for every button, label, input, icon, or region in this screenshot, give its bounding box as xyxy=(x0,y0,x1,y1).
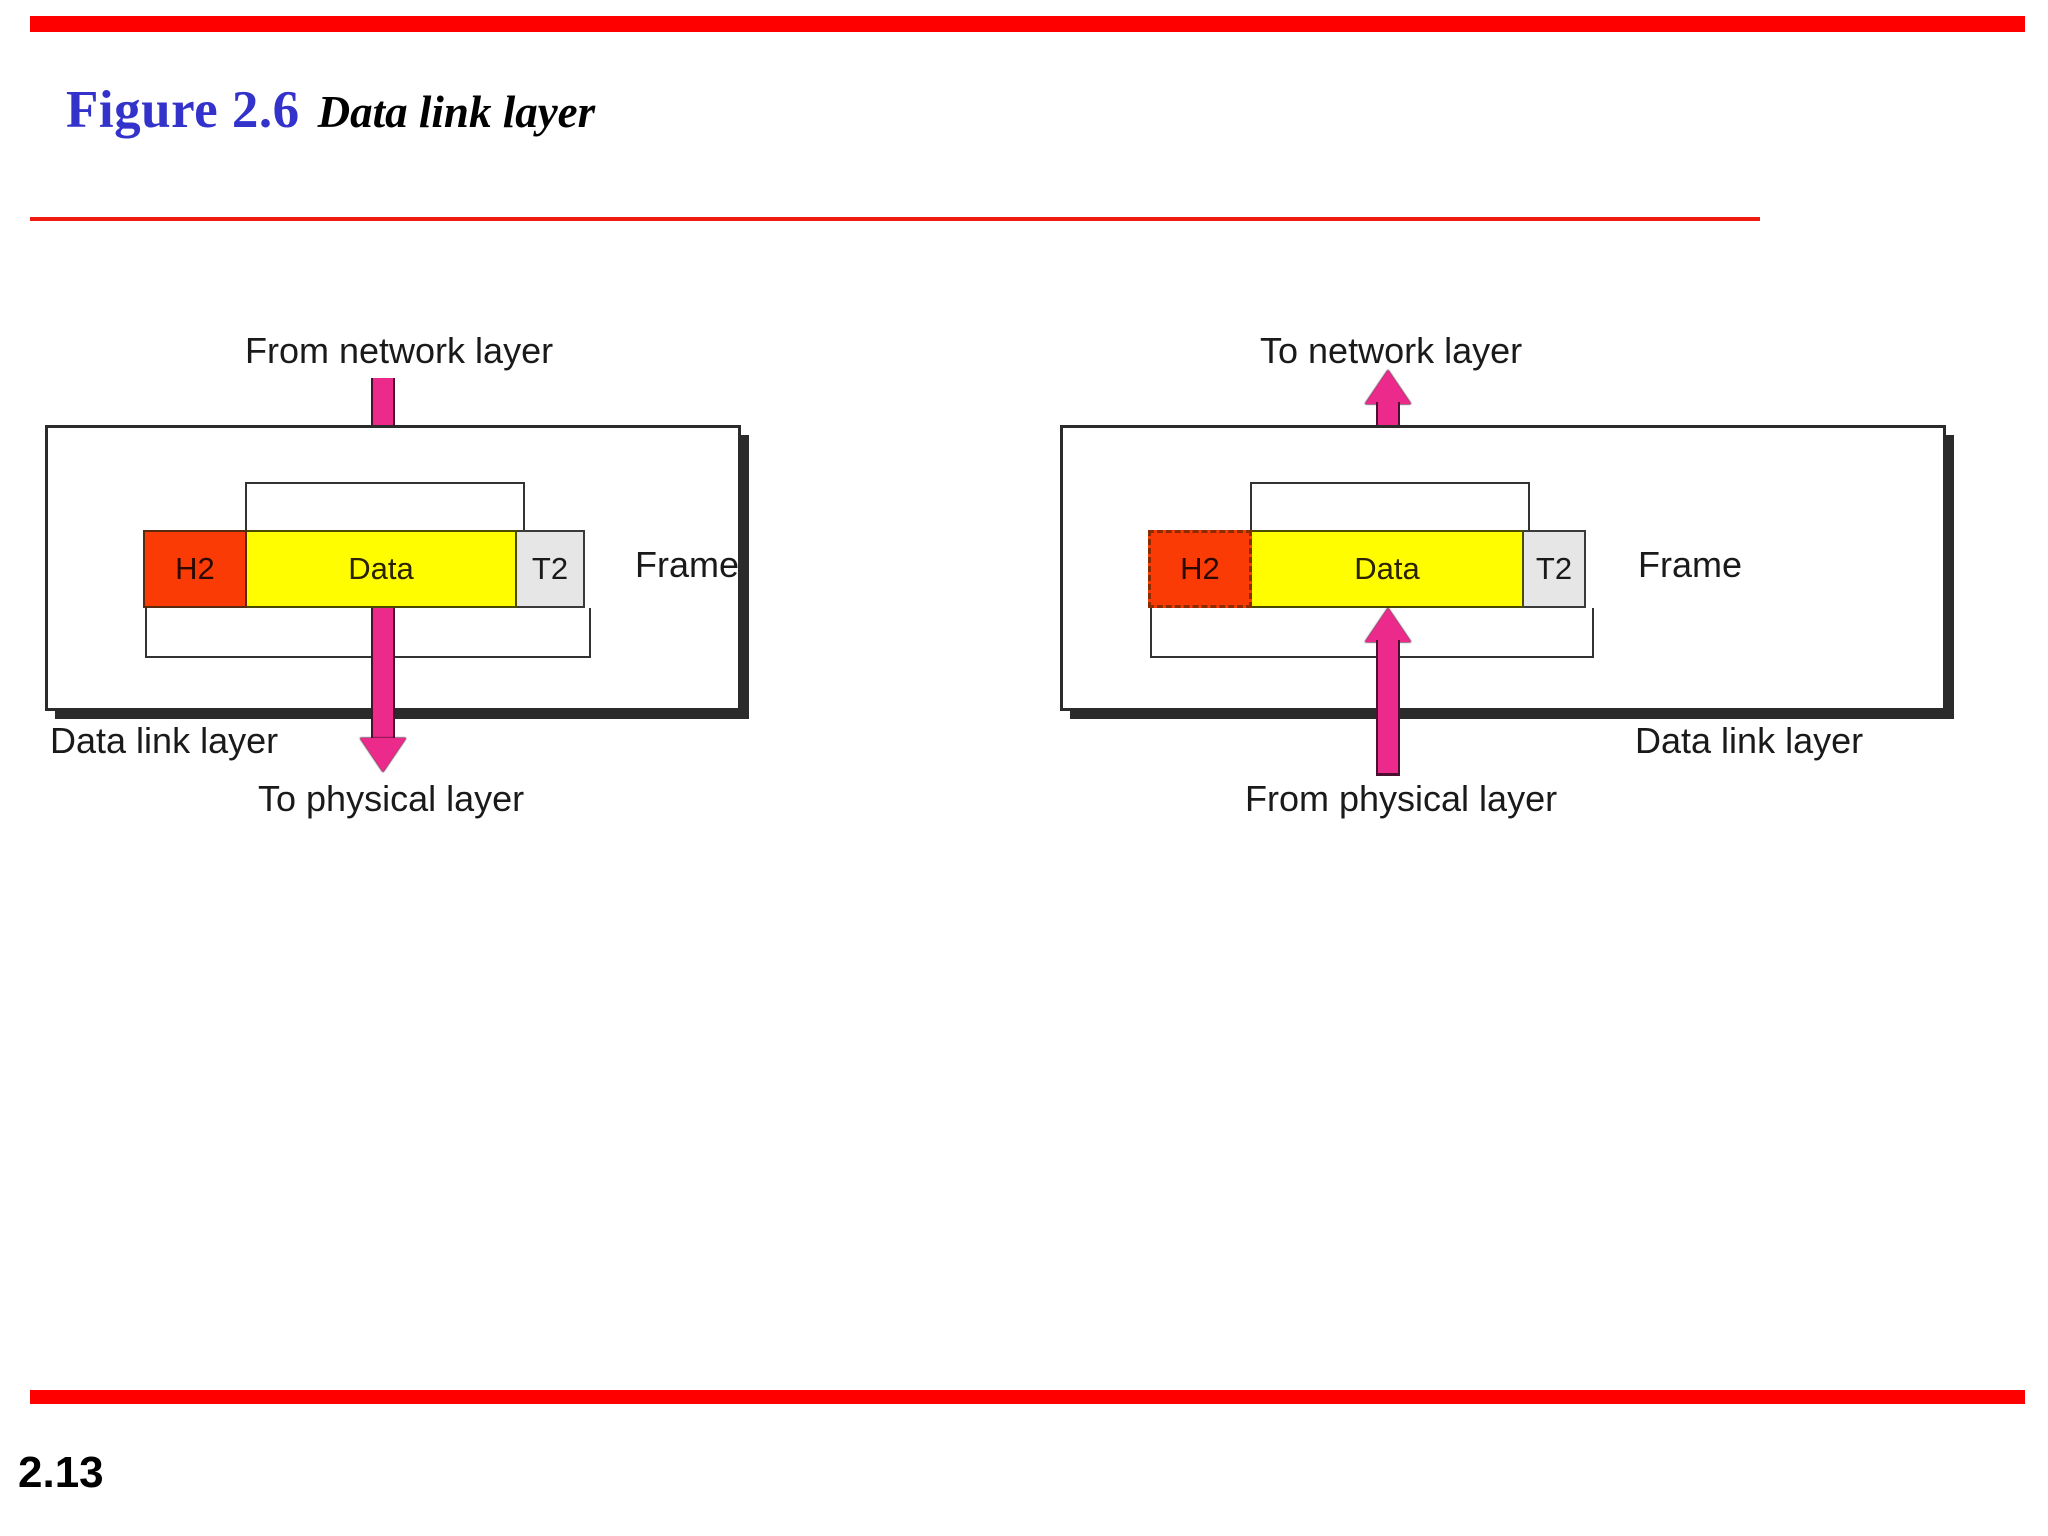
arrow-down-to-physical-icon xyxy=(360,608,406,774)
from-network-layer-label: From network layer xyxy=(245,330,554,371)
figure-caption: Data link layer xyxy=(317,87,596,137)
data-link-layer-label: Data link layer xyxy=(50,720,279,761)
payload-bracket-top xyxy=(245,482,525,532)
diagram-sending-side: From network layer H2 Data T2 Frame Data… xyxy=(30,330,790,870)
frame-header-h2: H2 xyxy=(1148,530,1252,608)
data-link-layer-label: Data link layer xyxy=(1635,720,1864,761)
arrow-head xyxy=(1365,608,1411,642)
frame-bracket-bottom xyxy=(145,608,591,658)
frame-trailer-t2: T2 xyxy=(517,530,585,608)
to-physical-layer-label: To physical layer xyxy=(258,778,525,819)
arrow-shaft xyxy=(371,608,395,740)
arrow-head xyxy=(360,738,406,772)
arrow-cap xyxy=(1376,773,1400,776)
arrow-head xyxy=(1365,370,1411,404)
frame-payload-data: Data xyxy=(247,530,517,608)
frame-strip: H2 Data T2 xyxy=(1148,530,1586,608)
arrow-up-from-physical-icon xyxy=(1365,608,1411,776)
title-underline-rule xyxy=(30,217,1760,221)
page-number: 2.13 xyxy=(18,1448,104,1497)
figure-title: Figure 2.6 Data link layer xyxy=(66,80,595,140)
frame-label: Frame xyxy=(635,544,740,585)
to-network-layer-label: To network layer xyxy=(1260,330,1523,371)
diagram-receiving-side: To network layer H2 Data T2 Frame Data l… xyxy=(1060,330,2020,870)
frame-header-h2: H2 xyxy=(143,530,247,608)
frame-trailer-t2: T2 xyxy=(1524,530,1586,608)
frame-bracket-bottom xyxy=(1150,608,1594,658)
figure-number: Figure 2.6 xyxy=(66,81,300,139)
top-red-rule xyxy=(30,16,2025,32)
bottom-red-rule xyxy=(30,1390,2025,1404)
from-physical-layer-label: From physical layer xyxy=(1245,778,1558,819)
payload-bracket-top xyxy=(1250,482,1530,532)
arrow-shaft xyxy=(1376,640,1400,776)
frame-label: Frame xyxy=(1638,544,1743,585)
frame-strip: H2 Data T2 xyxy=(143,530,585,608)
frame-payload-data: Data xyxy=(1252,530,1524,608)
